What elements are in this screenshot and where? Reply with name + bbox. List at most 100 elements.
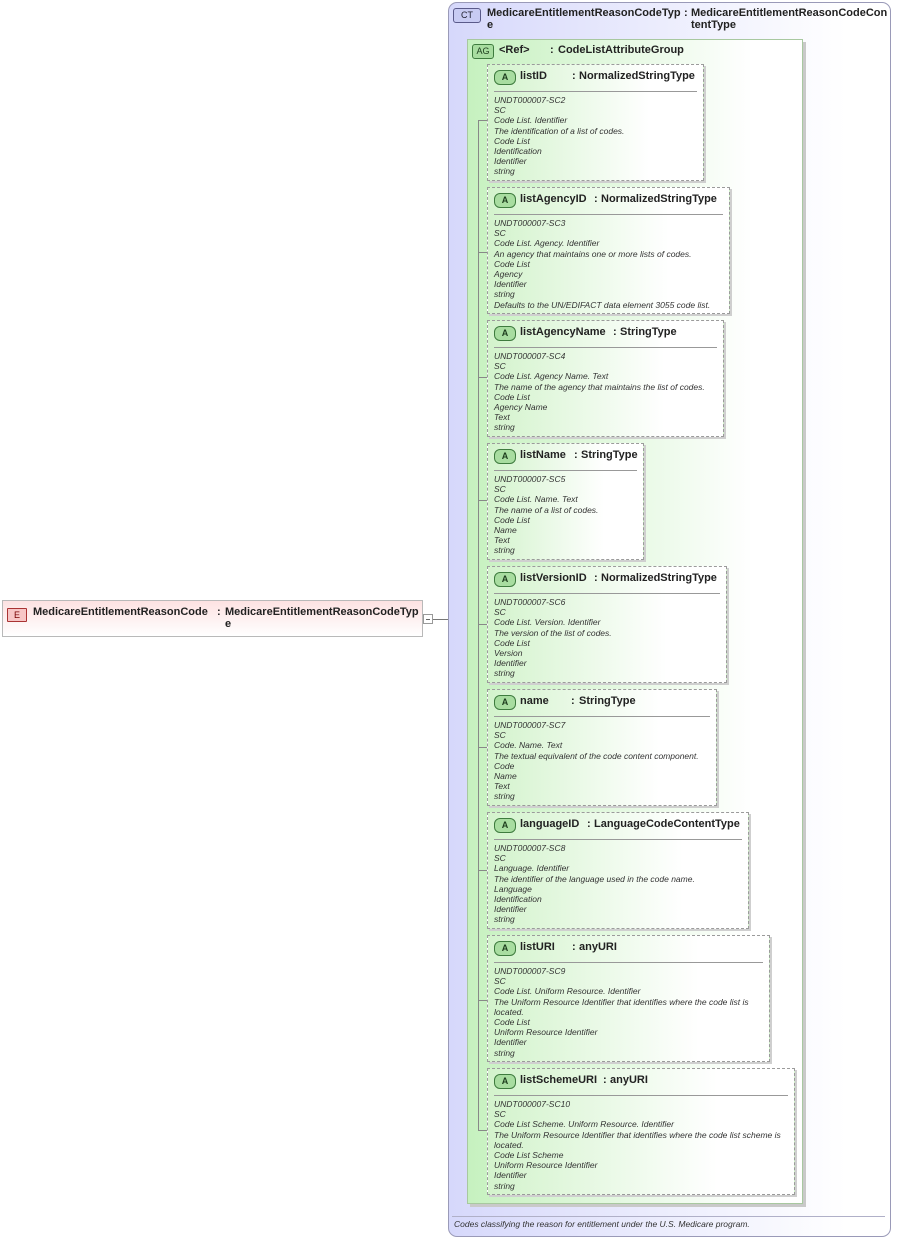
attribute-name: languageID: [520, 818, 580, 830]
divider: [494, 962, 763, 963]
doc-line: Code List: [494, 1017, 530, 1028]
doc-line: SC: [494, 105, 506, 116]
divider: [494, 470, 637, 471]
doc-line: Code List. Version. Identifier: [494, 617, 601, 628]
complex-type-name: MedicareEntitlementReasonCodeType: [487, 7, 681, 31]
attribute-icon: A: [494, 70, 516, 85]
doc-line: Identifier: [494, 904, 527, 915]
attribute-group-badge: AG: [472, 44, 494, 59]
doc-line: SC: [494, 730, 506, 741]
attribute-name: listSchemeURI: [520, 1074, 598, 1086]
tree-branch: [478, 624, 487, 625]
attribute-listID[interactable]: A listID : NormalizedStringType UNDT0000…: [487, 64, 704, 181]
doc-line: Code. Name. Text: [494, 740, 563, 751]
attribute-listVersionID[interactable]: A listVersionID : NormalizedStringType U…: [487, 566, 727, 683]
tree-line: [478, 120, 479, 1130]
doc-line: UNDT000007-SC3: [494, 218, 566, 228]
doc-line: string: [494, 289, 515, 300]
collapse-toggle-icon[interactable]: [423, 614, 433, 624]
attribute-listAgencyName[interactable]: A listAgencyName : StringType UNDT000007…: [487, 320, 724, 437]
element-badge: E: [7, 608, 27, 622]
doc-line: Code List. Uniform Resource. Identifier: [494, 986, 641, 997]
doc-line: Language: [494, 883, 532, 894]
attribute-colon: :: [572, 941, 576, 953]
attribute-icon: A: [494, 326, 516, 341]
divider: [494, 1095, 788, 1096]
attribute-listAgencyID[interactable]: A listAgencyID : NormalizedStringType UN…: [487, 187, 730, 314]
attribute-type: LanguageCodeContentType: [594, 818, 740, 830]
attribute-type: NormalizedStringType: [579, 70, 695, 82]
doc-line: string: [494, 914, 515, 925]
complex-type-type: MedicareEntitlementReasonCodeContentType: [691, 7, 888, 31]
doc-line: Identifier: [494, 156, 527, 167]
documentation-divider: [452, 1216, 885, 1217]
doc-line: The name of a list of codes.: [494, 504, 599, 515]
attribute-type: NormalizedStringType: [601, 193, 717, 205]
doc-line: The Uniform Resource Identifier that ide…: [494, 1129, 781, 1150]
doc-line: UNDT000007-SC4: [494, 351, 566, 361]
doc-line: Text: [494, 412, 510, 423]
doc-line: string: [494, 422, 515, 433]
tree-branch: [478, 377, 487, 378]
tree-branch: [478, 500, 487, 501]
doc-line: An agency that maintains one or more lis…: [494, 248, 692, 259]
doc-line: The textual equivalent of the code conte…: [494, 750, 699, 761]
doc-line: SC: [494, 361, 506, 372]
doc-line: Identification: [494, 146, 542, 157]
doc-line: SC: [494, 228, 506, 239]
attribute-colon: :: [571, 695, 575, 707]
tree-branch: [478, 747, 487, 748]
doc-line: UNDT000007-SC9: [494, 966, 566, 976]
doc-line: Name: [494, 525, 517, 536]
attribute-group-ref: <Ref>: [499, 44, 530, 56]
doc-line: Text: [494, 535, 510, 546]
doc-line: Code List. Agency. Identifier: [494, 238, 600, 249]
divider: [494, 716, 710, 717]
tree-branch: [478, 120, 487, 121]
doc-line: Code List. Identifier: [494, 115, 568, 126]
doc-line: string: [494, 1047, 515, 1058]
tree-branch: [478, 252, 487, 253]
doc-line: Language. Identifier: [494, 863, 570, 874]
doc-line: SC: [494, 853, 506, 864]
attribute-group-colon: :: [550, 44, 554, 56]
doc-line: UNDT000007-SC8: [494, 843, 566, 853]
doc-line: SC: [494, 1109, 506, 1120]
doc-line: SC: [494, 484, 506, 495]
attribute-name: listID: [520, 70, 547, 82]
attribute-icon: A: [494, 695, 516, 710]
doc-line: string: [494, 791, 515, 802]
attribute-listURI[interactable]: A listURI : anyURI UNDT000007-SC9 SC Cod…: [487, 935, 770, 1062]
attribute-name[interactable]: A name : StringType UNDT000007-SC7 SC Co…: [487, 689, 717, 806]
doc-line: SC: [494, 607, 506, 618]
attribute-documentation: UNDT000007-SC6 SC Code List. Version. Id…: [494, 597, 722, 679]
doc-line: The identification of a list of codes.: [494, 125, 625, 136]
doc-line: The version of the list of codes.: [494, 627, 612, 638]
attribute-listName[interactable]: A listName : StringType UNDT000007-SC5 S…: [487, 443, 644, 560]
tree-branch: [478, 870, 487, 871]
doc-line: string: [494, 166, 515, 177]
attribute-documentation: UNDT000007-SC8 SC Language. Identifier T…: [494, 843, 744, 925]
attribute-type: StringType: [581, 449, 638, 461]
doc-line: Defaults to the UN/EDIFACT data element …: [494, 299, 711, 310]
doc-line: Agency: [494, 269, 523, 280]
attribute-type: anyURI: [610, 1074, 648, 1086]
attribute-colon: :: [594, 193, 598, 205]
element-box[interactable]: [2, 600, 423, 637]
attribute-languageID[interactable]: A languageID : LanguageCodeContentType U…: [487, 812, 749, 929]
attribute-icon: A: [494, 1074, 516, 1089]
doc-line: Identifier: [494, 279, 527, 290]
attribute-listSchemeURI[interactable]: A listSchemeURI : anyURI UNDT000007-SC10…: [487, 1068, 795, 1195]
doc-line: Text: [494, 781, 510, 792]
attribute-documentation: UNDT000007-SC4 SC Code List. Agency Name…: [494, 351, 719, 433]
complex-type-documentation: Codes classifying the reason for entitle…: [454, 1219, 750, 1229]
divider: [494, 593, 720, 594]
attribute-colon: :: [574, 449, 578, 461]
attribute-documentation: UNDT000007-SC7 SC Code. Name. Text The t…: [494, 720, 712, 802]
attribute-type: StringType: [579, 695, 636, 707]
doc-line: UNDT000007-SC6: [494, 597, 566, 607]
attribute-name: listName: [520, 449, 566, 461]
doc-line: Code List: [494, 258, 530, 269]
doc-line: string: [494, 668, 515, 679]
doc-line: SC: [494, 976, 506, 987]
